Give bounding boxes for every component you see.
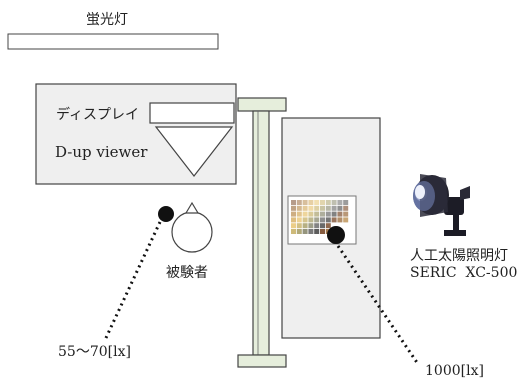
- color-swatch: [296, 229, 302, 234]
- color-swatch: [308, 211, 314, 217]
- subject-label: 被験者: [166, 265, 208, 281]
- pillar-shaft: [252, 110, 270, 356]
- color-swatch: [337, 211, 343, 217]
- lamp-model-label: SERIC XC-500: [410, 265, 518, 281]
- dup-viewer-prism: [154, 126, 234, 177]
- color-swatch: [343, 211, 349, 217]
- artificial-sun-lamp-label: 人工太陽照明灯: [410, 248, 508, 264]
- color-swatch: [331, 217, 337, 223]
- color-swatch: [314, 229, 320, 234]
- color-swatch: [331, 205, 337, 211]
- subject-illuminance-leader: [103, 221, 162, 341]
- color-swatch: [337, 205, 343, 211]
- color-swatch: [331, 200, 337, 205]
- subject-head: [171, 211, 213, 253]
- spotlight-lamp-icon: [413, 174, 470, 236]
- color-swatch: [302, 223, 308, 229]
- color-swatch: [308, 200, 314, 205]
- color-swatch: [320, 217, 325, 223]
- color-swatch: [291, 229, 296, 234]
- chart-illuminance-label: 1000[lx]: [425, 363, 484, 379]
- color-swatch: [302, 211, 308, 217]
- color-swatch: [320, 223, 325, 229]
- color-swatch: [302, 200, 308, 205]
- color-swatch: [325, 211, 331, 217]
- color-swatch: [337, 200, 343, 205]
- color-swatch: [314, 200, 320, 205]
- color-swatch: [302, 205, 308, 211]
- color-swatch: [308, 223, 314, 229]
- color-swatch: [291, 205, 296, 211]
- color-swatch: [343, 217, 349, 223]
- color-swatch: [291, 211, 296, 217]
- fluorescent-lamp-label: 蛍光灯: [86, 12, 128, 28]
- color-swatch: [320, 211, 325, 217]
- color-swatch: [308, 205, 314, 211]
- color-swatch: [314, 211, 320, 217]
- subject-measurement-point: [158, 206, 174, 222]
- color-swatch: [314, 205, 320, 211]
- fluorescent-lamp-bar: [7, 33, 219, 50]
- chart-measurement-point: [327, 226, 345, 244]
- color-swatch: [320, 205, 325, 211]
- color-swatch: [320, 229, 325, 234]
- color-swatch: [343, 205, 349, 211]
- subject-nose: [184, 201, 200, 214]
- color-swatch: [296, 223, 302, 229]
- color-chart: [287, 195, 357, 245]
- color-swatch: [314, 217, 320, 223]
- color-swatch: [302, 217, 308, 223]
- color-swatch: [296, 217, 302, 223]
- pillar-top-cap: [237, 97, 287, 112]
- dup-viewer-label: D-up viewer: [55, 143, 148, 161]
- color-swatch: [314, 223, 320, 229]
- color-swatch: [296, 205, 302, 211]
- color-swatch: [343, 200, 349, 205]
- color-swatch: [325, 223, 331, 229]
- pillar-bottom-cap: [237, 354, 287, 368]
- color-swatch: [325, 217, 331, 223]
- color-swatch: [308, 217, 314, 223]
- color-swatch: [320, 200, 325, 205]
- color-swatch: [296, 200, 302, 205]
- color-swatch: [296, 211, 302, 217]
- color-swatch: [337, 217, 343, 223]
- display-label: ディスプレイ: [56, 107, 140, 123]
- display-panel: [149, 102, 235, 124]
- color-swatch: [291, 217, 296, 223]
- color-swatch: [291, 200, 296, 205]
- color-swatch: [331, 211, 337, 217]
- color-swatch: [291, 223, 296, 229]
- color-swatch: [325, 200, 331, 205]
- subject-illuminance-label: 55～70[lx]: [58, 344, 131, 360]
- color-swatch: [302, 229, 308, 234]
- color-swatch: [308, 229, 314, 234]
- color-swatch: [325, 205, 331, 211]
